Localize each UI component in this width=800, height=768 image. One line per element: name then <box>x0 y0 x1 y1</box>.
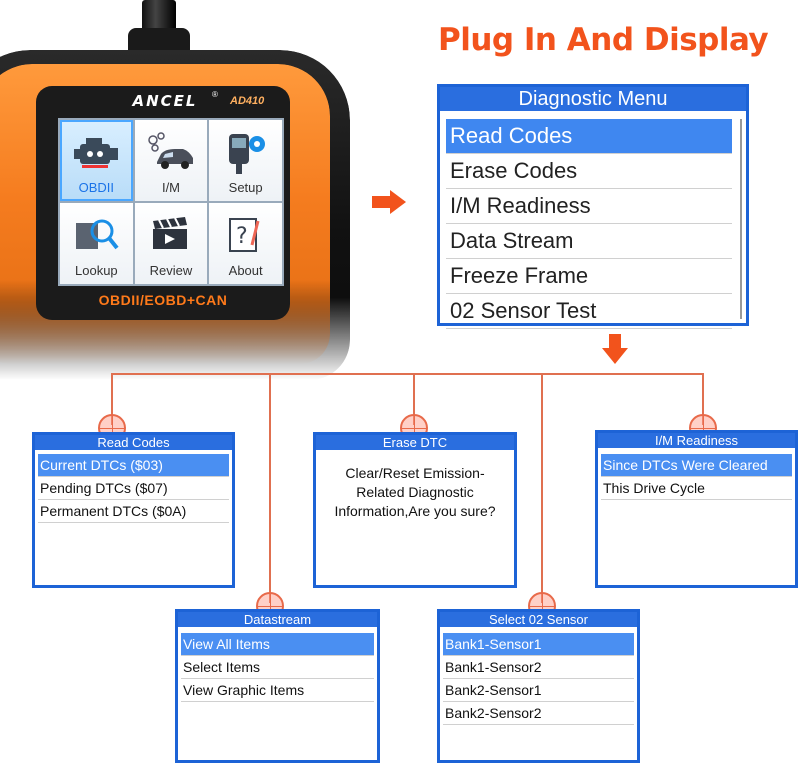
erase-dtc-message-line: Clear/Reset Emission- <box>345 465 485 481</box>
datastream-item-view-all[interactable]: View All Items <box>181 633 374 656</box>
read-codes-item-permanent[interactable]: Permanent DTCs ($0A) <box>38 500 229 523</box>
model-label: AD410 <box>230 95 265 107</box>
read-codes-panel: Read Codes Current DTCs ($03) Pending DT… <box>32 432 235 588</box>
clapperboard-icon <box>149 215 193 258</box>
tile-label: OBDII <box>78 180 115 195</box>
read-codes-item-pending[interactable]: Pending DTCs ($07) <box>38 477 229 500</box>
erase-dtc-message-line: Related Diagnostic <box>356 484 474 500</box>
menu-item-im-readiness[interactable]: I/M Readiness <box>446 189 732 224</box>
tile-label: Setup <box>228 180 263 195</box>
tile-obdii[interactable]: OBDII <box>60 120 133 201</box>
o2-sensor-item-b1s2[interactable]: Bank1-Sensor2 <box>443 656 634 679</box>
registered-mark: ® <box>212 90 218 99</box>
diagnostic-menu-panel: Diagnostic Menu Read Codes Erase Codes I… <box>437 84 749 329</box>
menu-item-erase-codes[interactable]: Erase Codes <box>446 154 732 189</box>
erase-dtc-panel: Erase DTC Clear/Reset Emission- Related … <box>313 432 517 588</box>
svg-text:?: ? <box>236 224 248 249</box>
tile-label: About <box>228 263 263 278</box>
erase-dtc-message-line: Information,Are you sure? <box>334 503 496 519</box>
tile-review[interactable]: Review <box>134 203 208 284</box>
tile-label: I/M <box>161 180 181 195</box>
cable-strain-relief <box>128 28 190 54</box>
brand-logo: ANCEL <box>132 92 198 110</box>
o2-sensor-item-b1s1[interactable]: Bank1-Sensor1 <box>443 633 634 656</box>
engine-icon <box>72 132 120 177</box>
im-readiness-panel: I/M Readiness Since DTCs Were Cleared Th… <box>595 430 798 588</box>
tree-branch-read-codes <box>111 373 113 425</box>
erase-dtc-message: Clear/Reset Emission- Related Diagnostic… <box>316 450 514 521</box>
scanner-home-screen: OBDII I/M Setup <box>58 118 284 286</box>
tile-lookup[interactable]: Lookup <box>60 203 133 284</box>
im-readiness-title: I/M Readiness <box>598 433 795 448</box>
datastream-item-select[interactable]: Select Items <box>181 656 374 679</box>
tile-label: Lookup <box>75 263 118 278</box>
im-readiness-item-since-cleared[interactable]: Since DTCs Were Cleared <box>601 454 792 477</box>
headline: Plug In And Display <box>438 22 769 58</box>
dtc-magnifier-icon <box>72 215 120 260</box>
tree-branch-datastream <box>269 373 271 603</box>
tile-label: Review <box>149 263 193 278</box>
datastream-title: Datastream <box>178 612 377 627</box>
tile-about[interactable]: ? About <box>209 203 282 284</box>
menu-scrollbar[interactable] <box>740 119 742 319</box>
device-tagline: OBDII/EOBD+CAN <box>98 292 228 308</box>
tree-branch-o2-sensor <box>541 373 543 603</box>
o2-sensor-item-b2s2[interactable]: Bank2-Sensor2 <box>443 702 634 725</box>
read-codes-title: Read Codes <box>35 435 232 450</box>
o2-sensor-panel: Select 02 Sensor Bank1-Sensor1 Bank1-Sen… <box>437 609 640 763</box>
erase-dtc-title: Erase DTC <box>316 435 514 450</box>
tile-im[interactable]: I/M <box>134 120 208 201</box>
im-readiness-item-drive-cycle[interactable]: This Drive Cycle <box>601 477 792 500</box>
menu-item-freeze-frame[interactable]: Freeze Frame <box>446 259 732 294</box>
datastream-panel: Datastream View All Items Select Items V… <box>175 609 380 763</box>
tile-setup[interactable]: Setup <box>209 120 282 201</box>
tree-branch-erase-dtc <box>413 373 415 425</box>
read-codes-item-current[interactable]: Current DTCs ($03) <box>38 454 229 477</box>
o2-sensor-item-b2s1[interactable]: Bank2-Sensor1 <box>443 679 634 702</box>
arrow-right-icon <box>372 190 408 219</box>
menu-item-data-stream[interactable]: Data Stream <box>446 224 732 259</box>
car-icon <box>145 132 197 177</box>
datastream-item-graphic[interactable]: View Graphic Items <box>181 679 374 702</box>
menu-item-read-codes[interactable]: Read Codes <box>446 119 732 154</box>
diagnostic-menu-title: Diagnostic Menu <box>440 87 746 111</box>
o2-sensor-title: Select 02 Sensor <box>440 612 637 627</box>
scanner-gear-icon <box>223 132 269 181</box>
tree-horizontal-line <box>111 373 703 375</box>
tree-branch-im-readiness <box>702 373 704 425</box>
menu-item-o2-sensor-test[interactable]: 02 Sensor Test <box>446 294 732 329</box>
question-document-icon: ? <box>224 215 268 260</box>
arrow-down-icon <box>602 334 628 369</box>
